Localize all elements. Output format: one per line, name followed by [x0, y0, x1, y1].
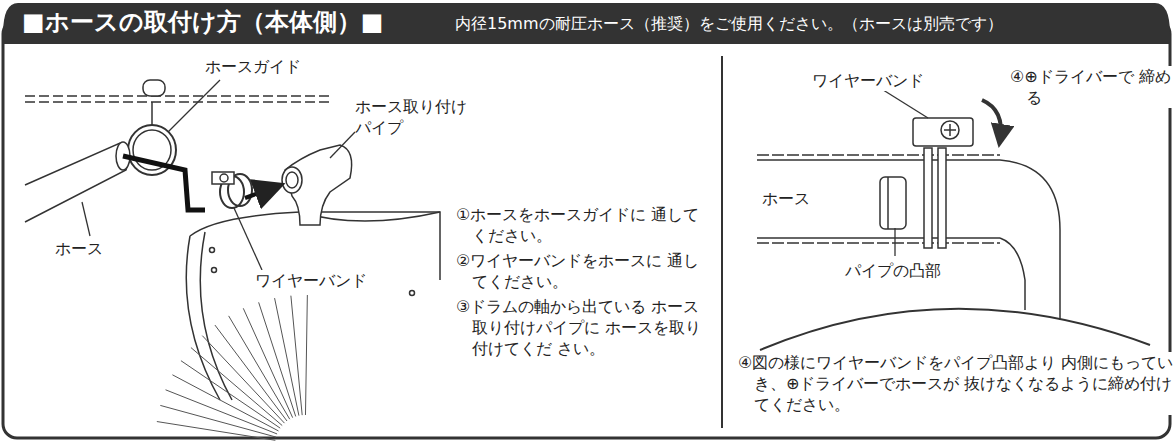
band-detail — [757, 118, 1150, 350]
part-label: ホース取り付け パイプ — [355, 96, 480, 138]
part-label: ワイヤーバンド — [255, 270, 367, 291]
drum-spoke — [202, 336, 284, 423]
leader-lines — [82, 80, 355, 270]
header-note: 内径15mmの耐圧ホース（推奨）をご使用ください。（ホースは別売です） — [455, 13, 1003, 34]
drum-spoke — [243, 308, 292, 417]
drum-spoke — [172, 375, 278, 431]
part-label: ホース — [55, 238, 103, 259]
drum-spoke — [275, 298, 299, 416]
insert-path — [123, 156, 205, 210]
divider — [721, 56, 723, 428]
part-label: ホース — [762, 188, 810, 209]
drum-spoke — [191, 348, 282, 426]
step-text: ①ホースをホースガイドに 通してください。 — [456, 204, 712, 246]
part-label: パイプの凸部 — [845, 260, 941, 281]
drum-spoke — [181, 361, 280, 428]
header-title: ■ホースの取付け方（本体側）■ — [22, 6, 383, 38]
tighten-arrow — [982, 100, 1001, 140]
part-label: ワイヤーバンド — [812, 70, 924, 91]
drum-spoke — [259, 302, 296, 416]
leader-lines — [880, 88, 928, 256]
header-bar — [3, 3, 1170, 44]
step-text: ③ドラムの軸から出ている ホース取り付けパイプに ホースを取り付けてくだ さい。 — [456, 296, 712, 359]
step-note: ④⊕ドライバーで 締める — [1010, 66, 1173, 108]
drum-spoke — [229, 316, 290, 419]
drum-spoke — [157, 422, 276, 441]
step-text: ④図の様にワイヤーバンドをパイプ凸部より 内側にもっていき、⊕ドライバーでホース… — [738, 352, 1173, 415]
drum-spoke — [166, 390, 278, 434]
insert-arrow — [245, 186, 278, 198]
part-label: ホースガイド — [205, 56, 301, 77]
step-text: ②ワイヤーバンドをホースに 通してください。 — [456, 250, 712, 292]
drum-spoke — [291, 296, 302, 415]
drum-spoke — [215, 325, 287, 421]
drum-spoke — [305, 295, 307, 415]
